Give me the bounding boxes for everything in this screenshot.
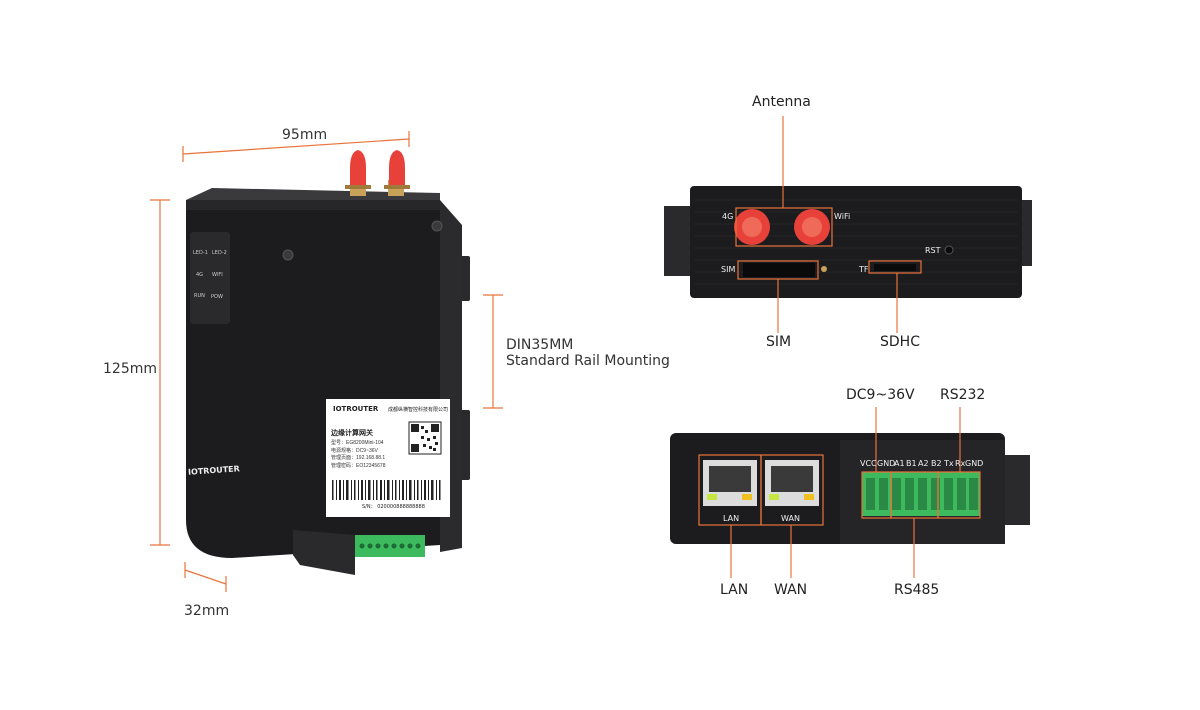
rs485-callout: RS485: [894, 582, 940, 598]
led-run-label: RUN: [194, 293, 205, 299]
terminal-a2: A2: [918, 459, 929, 468]
wan-port-label: WAN: [781, 514, 800, 523]
rail-label-line1: DIN35MM: [506, 337, 574, 353]
field-value: 192.168.88.1: [356, 455, 386, 461]
antenna-callout: Antenna: [752, 94, 811, 110]
label-brand: IOTROUTER: [333, 405, 379, 413]
wan-callout: WAN: [774, 582, 808, 598]
rst-label: RST: [925, 246, 941, 255]
field-key: 电源规格：: [331, 447, 357, 454]
field-key: 管理页面：: [331, 455, 357, 461]
sim-slot-label: SIM: [721, 265, 736, 274]
led-pow-label: POW: [211, 294, 223, 300]
terminal-rx: Rx: [955, 459, 966, 468]
field-value: EO12345678: [356, 462, 386, 469]
terminal-b2: B2: [931, 459, 942, 468]
terminal-b1: B1: [906, 459, 917, 468]
height-dimension-label: 125mm: [103, 361, 157, 377]
sim-callout: SIM: [766, 334, 792, 350]
field-value: EG8200Mini-104: [346, 440, 384, 446]
port-wifi-label: WiFi: [834, 212, 851, 221]
terminal-a1: A1: [894, 459, 905, 468]
power-callout: DC9~36V: [846, 387, 915, 403]
port-4g-label: 4G: [722, 212, 734, 221]
sdhc-callout: SDHC: [880, 334, 920, 350]
label-fields: 型号：EG8200Mini-104 电源规格：DC9~36V 管理页面：192.…: [331, 440, 407, 470]
rs232-callout: RS232: [940, 387, 986, 403]
lan-callout: LAN: [720, 582, 749, 598]
field-key: 管理密码：: [331, 462, 357, 469]
tf-slot-label: TF: [859, 265, 869, 274]
label-serial: S/N： 020000888888888: [362, 504, 425, 510]
terminal-gnd-2: GND: [965, 459, 984, 468]
terminal-gnd-1: GND: [877, 459, 896, 468]
width-dimension-label: 95mm: [282, 127, 328, 143]
led-wifi-label: WIFI: [212, 272, 223, 278]
terminal-vcc: VCC: [860, 459, 877, 468]
rail-label-line2: Standard Rail Mounting: [506, 353, 670, 369]
field-value: DC9~36V: [356, 447, 378, 454]
label-company: 成都纵横智控科技有限公司: [388, 407, 449, 413]
depth-dimension-label: 32mm: [184, 603, 230, 619]
led-4g-label: 4G: [196, 272, 204, 278]
label-product-name: 边缘计算网关: [331, 429, 373, 437]
led-2-label: LED-2: [212, 250, 227, 256]
terminal-tx: Tx: [944, 459, 954, 468]
field-key: 型号：: [331, 440, 347, 446]
lan-port-label: LAN: [723, 514, 740, 523]
led-1-label: LED-1: [193, 250, 208, 256]
